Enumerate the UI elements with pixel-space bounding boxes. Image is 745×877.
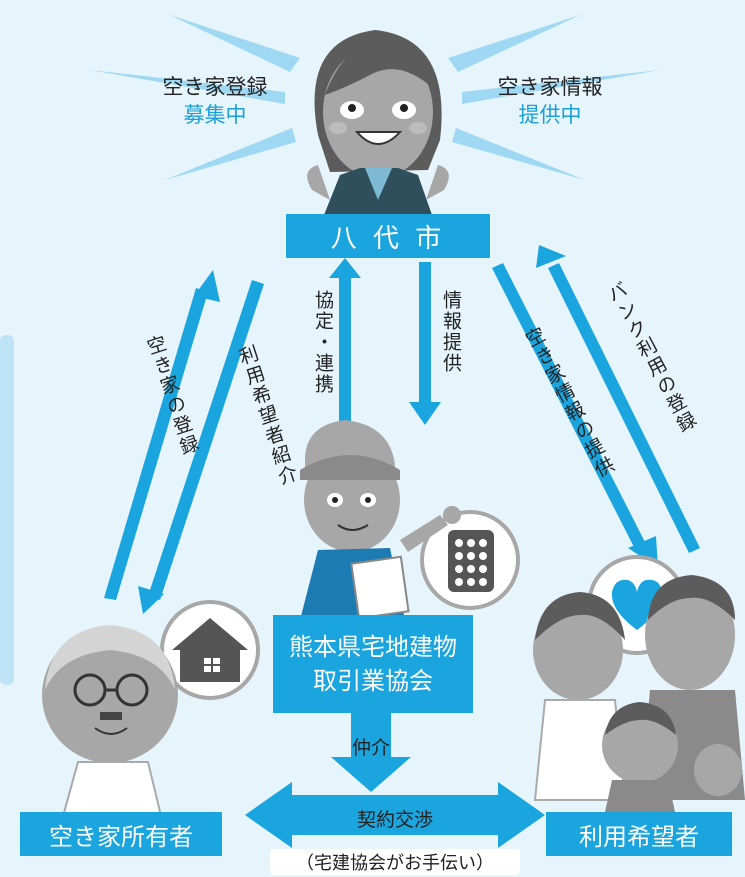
left-callout-line2: 募集中 <box>183 103 247 127</box>
association-box-line2: 取引業協会 <box>313 667 433 695</box>
side-tab <box>0 335 14 685</box>
label-negotiation-note: （宅建協会がお手伝い） <box>270 849 520 875</box>
calculator-icon <box>420 510 520 610</box>
woman-figure <box>307 30 449 215</box>
flow-arrows <box>104 245 700 792</box>
right-callout-line2: 提供中 <box>518 103 582 127</box>
user-box: 利用希望者 <box>546 812 732 856</box>
association-box-line1: 熊本県宅地建物 <box>289 633 457 661</box>
right-callout-line1: 空き家情報 <box>497 75 603 99</box>
owner-box-label: 空き家所有者 <box>49 822 193 851</box>
agent-figure <box>300 420 461 620</box>
city-box: 八 代 市 <box>286 214 490 258</box>
city-box-label: 八 代 市 <box>330 223 446 254</box>
negotiation-arrow <box>245 782 545 848</box>
label-negotiation: 契約交渉 <box>356 809 433 831</box>
label-city-to-assoc: 情報提供 <box>440 290 462 374</box>
right-callout: 空き家情報 提供中 <box>465 73 635 129</box>
family-figure <box>533 575 745 812</box>
elderly-man-figure <box>42 625 178 821</box>
left-callout-line1: 空き家登録 <box>162 75 268 99</box>
user-box-label: 利用希望者 <box>579 822 699 851</box>
association-box: 熊本県宅地建物 取引業協会 <box>273 615 473 713</box>
label-assoc-to-city: 協定・連携 <box>312 290 334 395</box>
left-callout: 空き家登録 募集中 <box>130 73 300 129</box>
owner-box: 空き家所有者 <box>20 812 222 856</box>
light-rays <box>90 15 660 180</box>
house-icon <box>160 600 260 700</box>
label-mediation: 仲介 <box>351 737 390 759</box>
